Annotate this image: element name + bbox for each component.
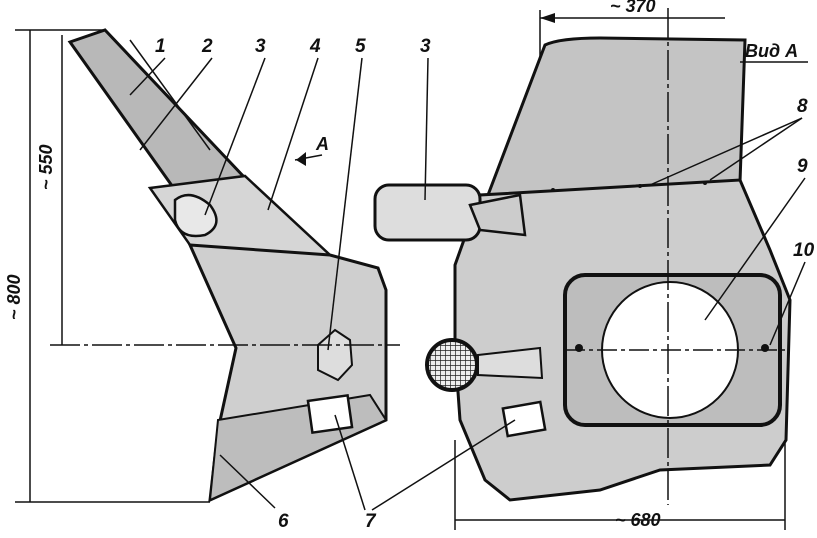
callout-8: 8 — [797, 96, 808, 117]
dim-height-total: ~ 800 — [4, 274, 24, 320]
dim-height-partial: ~ 550 — [36, 144, 56, 190]
dimension-lines — [15, 8, 808, 530]
callout-2: 2 — [201, 36, 213, 57]
mirror-side — [173, 193, 218, 238]
view-arrow-label: A — [315, 134, 329, 154]
turn-signal-front — [425, 338, 479, 392]
reflector-front — [501, 400, 547, 438]
windshield-front — [485, 36, 747, 197]
view-title: Вид А — [745, 41, 798, 61]
callout-4: 4 — [309, 36, 321, 57]
dim-width-bottom: ~ 680 — [615, 510, 661, 530]
callout-6: 6 — [278, 511, 289, 532]
callout-9: 9 — [797, 156, 808, 177]
callout-1: 1 — [155, 36, 166, 57]
reflector-side — [306, 393, 354, 435]
callout-5: 5 — [355, 36, 366, 57]
turn-signal-side — [317, 328, 354, 382]
mirror-front — [373, 183, 482, 242]
callout-3-side: 3 — [255, 36, 266, 57]
dim-width-top: ~ 370 — [610, 0, 656, 16]
front-view — [373, 36, 792, 502]
callout-7: 7 — [365, 511, 377, 532]
callout-10: 10 — [793, 240, 815, 261]
callout-3-front: 3 — [420, 36, 431, 57]
side-view — [67, 28, 388, 503]
